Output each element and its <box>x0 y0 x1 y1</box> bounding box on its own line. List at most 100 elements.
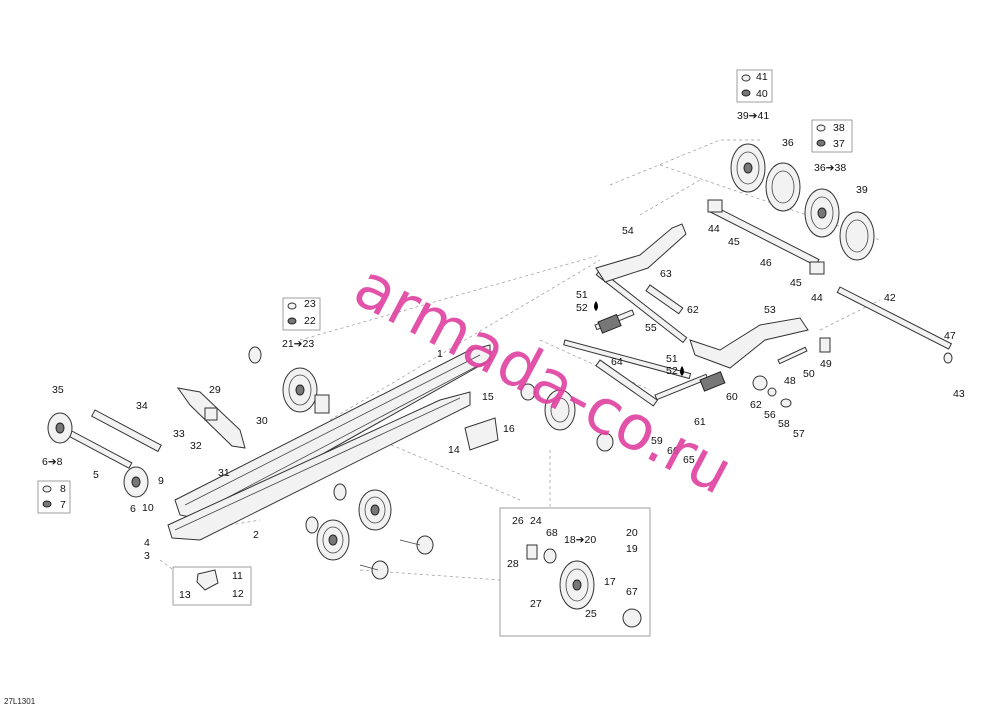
callout-18to20: 18➔20 <box>564 534 596 546</box>
callout-27: 27 <box>530 598 542 610</box>
callout-15: 15 <box>482 391 494 403</box>
slider-block <box>464 417 499 451</box>
callout-26: 26 <box>512 515 524 527</box>
rail-right <box>167 391 471 541</box>
callout-53: 53 <box>764 304 776 316</box>
front-arm <box>595 223 687 283</box>
callout-30: 30 <box>256 415 268 427</box>
callout-52a: 52 <box>576 302 588 314</box>
rear-axle <box>836 286 953 364</box>
callout-24: 24 <box>530 515 542 527</box>
watermark: armada-co.ru <box>343 249 745 509</box>
callout-8: 8 <box>60 483 66 495</box>
callout-20: 20 <box>626 527 638 539</box>
callout-67: 67 <box>626 586 638 598</box>
rear-wheels <box>730 143 875 261</box>
callout-29: 29 <box>209 384 221 396</box>
callout-28: 28 <box>507 558 519 570</box>
bracket <box>176 387 246 449</box>
callout-50: 50 <box>803 368 815 380</box>
center-wheel <box>520 383 614 452</box>
callout-62a: 62 <box>687 304 699 316</box>
callout-63: 63 <box>660 268 672 280</box>
callout-6: 6 <box>130 503 136 515</box>
callout-9: 9 <box>158 475 164 487</box>
inset-box-alt-wheel <box>499 507 651 637</box>
callout-1: 1 <box>437 348 443 360</box>
callout-25: 25 <box>585 608 597 620</box>
callout-55: 55 <box>645 322 657 334</box>
callout-19: 19 <box>626 543 638 555</box>
callout-31: 31 <box>218 467 230 479</box>
callout-45b: 45 <box>790 277 802 289</box>
callout-13: 13 <box>179 589 191 601</box>
callout-51b: 51 <box>666 353 678 365</box>
upper-shaft <box>707 199 825 275</box>
callout-33: 33 <box>173 428 185 440</box>
rail-left <box>174 344 491 521</box>
callout-49: 49 <box>820 358 832 370</box>
callout-3: 3 <box>144 550 150 562</box>
callout-59: 59 <box>651 435 663 447</box>
callout-32: 32 <box>190 440 202 452</box>
drop-icon-52b <box>680 366 684 376</box>
callout-36: 36 <box>782 137 794 149</box>
callout-66: 66 <box>667 445 679 457</box>
callout-45a: 45 <box>728 236 740 248</box>
callout-44b: 44 <box>811 292 823 304</box>
callout-5: 5 <box>93 469 99 481</box>
callout-10: 10 <box>142 502 154 514</box>
callout-42: 42 <box>884 292 896 304</box>
callout-43: 43 <box>953 388 965 400</box>
callout-60: 60 <box>726 391 738 403</box>
callout-40: 40 <box>756 88 768 100</box>
callout-41: 41 <box>756 71 768 83</box>
callout-7: 7 <box>60 499 66 511</box>
callout-62b: 62 <box>750 399 762 411</box>
spring-shock-lower <box>654 371 726 401</box>
callout-16: 16 <box>503 423 515 435</box>
callout-52b: 52 <box>666 365 678 377</box>
callout-4: 4 <box>144 537 150 549</box>
kit-box-37-38 <box>811 119 853 153</box>
callout-56: 56 <box>764 409 776 421</box>
callout-65: 65 <box>683 454 695 466</box>
callout-61: 61 <box>694 416 706 428</box>
callout-54: 54 <box>622 225 634 237</box>
callout-57: 57 <box>793 428 805 440</box>
front-shaft-assembly <box>47 409 162 498</box>
figure-code: 27L1301 <box>4 697 36 706</box>
rear-bolts <box>752 337 831 408</box>
callout-11: 11 <box>232 570 243 582</box>
callout-47: 47 <box>944 330 956 342</box>
callout-46: 46 <box>760 257 772 269</box>
callout-14: 14 <box>448 444 460 456</box>
kit-box-22-23 <box>282 297 321 331</box>
callout-34: 34 <box>136 400 148 412</box>
callout-17: 17 <box>604 576 616 588</box>
kit-box-7-8 <box>37 480 71 514</box>
cross-shafts <box>563 269 692 407</box>
callout-38: 38 <box>833 122 845 134</box>
upper-wheel <box>248 346 330 414</box>
callout-23: 23 <box>304 298 316 310</box>
kit-box-40-41 <box>736 69 773 103</box>
spring-shock-upper <box>594 309 635 334</box>
callout-35: 35 <box>52 384 64 396</box>
callout-48: 48 <box>784 375 796 387</box>
lower-wheels <box>305 483 434 580</box>
callout-2: 2 <box>253 529 259 541</box>
callout-labels: 1234566➔8789101112131415161718➔20192021➔… <box>42 71 965 620</box>
callout-39to41: 39➔41 <box>737 110 769 122</box>
callout-58: 58 <box>778 418 790 430</box>
callout-36to38: 36➔38 <box>814 162 846 174</box>
callout-39: 39 <box>856 184 868 196</box>
rear-arm <box>689 317 809 369</box>
callout-44a: 44 <box>708 223 720 235</box>
callout-22: 22 <box>304 315 316 327</box>
drop-icon-52a <box>594 301 598 311</box>
callout-64: 64 <box>611 356 623 368</box>
callout-6to8: 6➔8 <box>42 456 63 468</box>
callout-21to23: 21➔23 <box>282 338 314 350</box>
